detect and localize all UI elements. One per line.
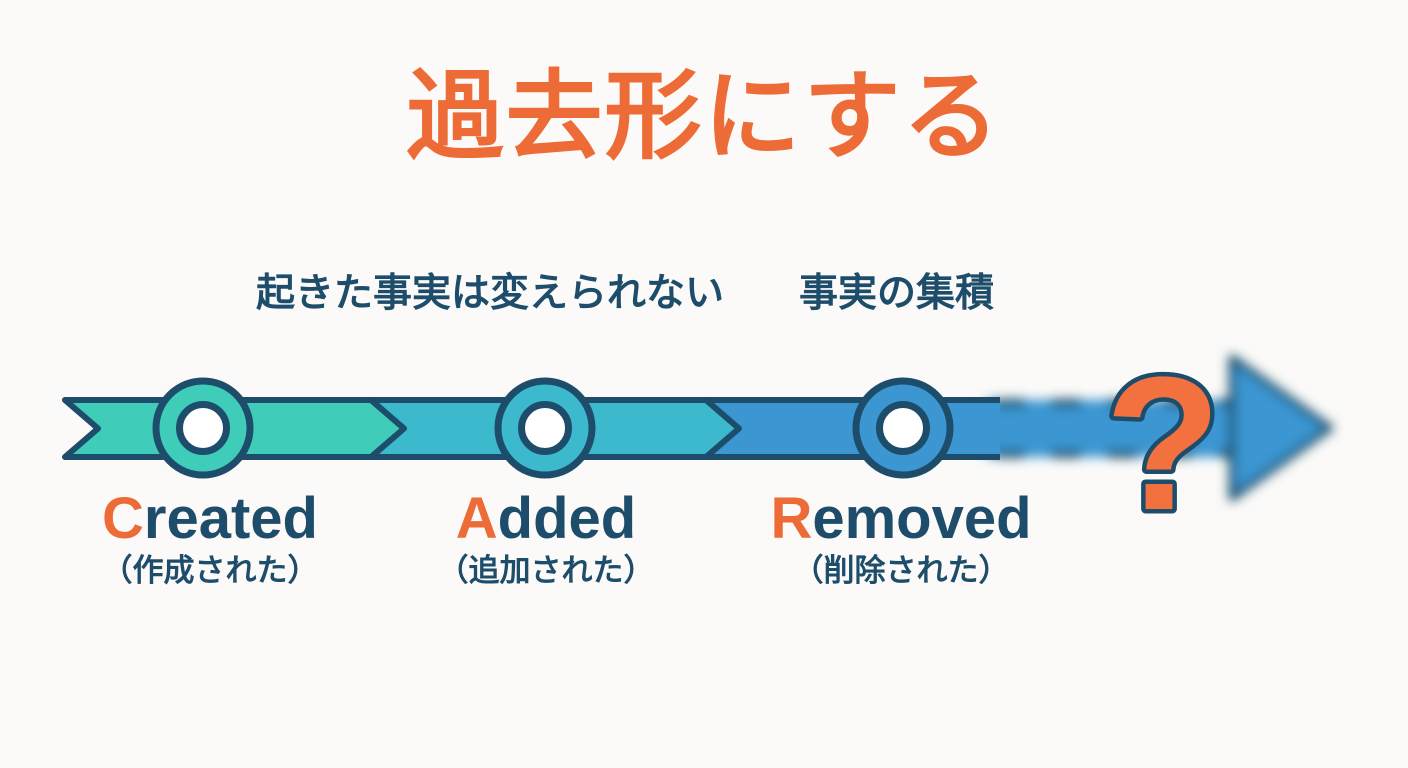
node-word-created: Created (40, 488, 380, 550)
timeline-segment-3 (700, 397, 1000, 460)
node-word-added: Added (376, 488, 716, 550)
node-word-initial: A (455, 486, 498, 551)
node-label-removed: Removed （削除された） (731, 488, 1071, 592)
node-word-initial: R (770, 486, 813, 551)
node-word-removed: Removed (731, 488, 1071, 550)
node-ja-created: （作成された） (101, 553, 319, 588)
node-word-rest: reated (143, 486, 318, 551)
node-word-rest: dded (497, 486, 637, 551)
question-mark-icon: ? (1105, 338, 1221, 550)
node-circle-added (494, 377, 596, 479)
node-word-initial: C (102, 486, 144, 551)
annotation-facts-unchangeable: 起きた事実は変えられない (256, 272, 725, 315)
node-label-created: Created （作成された） (40, 488, 380, 592)
future-arrow-blurred (985, 354, 1334, 502)
node-ja-removed: （削除された） (792, 553, 1010, 588)
node-ja-added: （追加された） (437, 553, 655, 588)
timeline-arrow-graphic: ? (62, 334, 1334, 555)
page-title: 過去形にする (406, 62, 1002, 171)
node-word-rest: emoved (812, 486, 1032, 551)
node-circle-created (152, 377, 254, 479)
node-circle-removed (852, 377, 954, 479)
node-label-added: Added （追加された） (376, 488, 716, 592)
annotation-facts-accumulation: 事実の集積 (799, 272, 995, 315)
arrowhead-icon (1228, 354, 1334, 502)
